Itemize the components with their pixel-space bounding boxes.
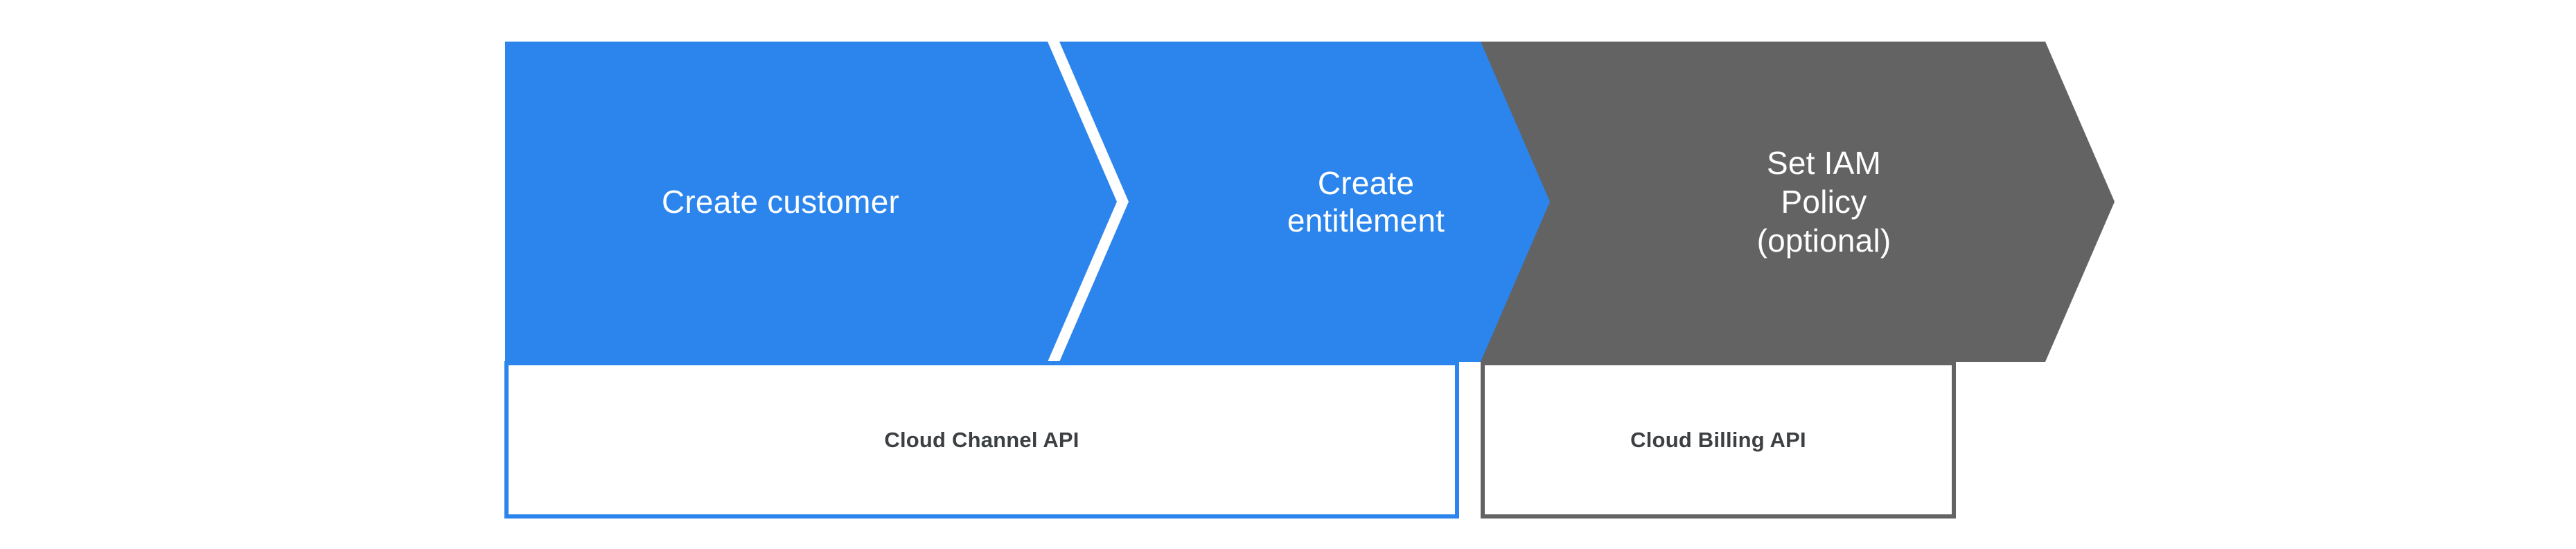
step-label-create-entitlement: Create entitlement xyxy=(1287,164,1445,238)
api-group-label-cloud-billing: Cloud Billing API xyxy=(1630,427,1806,452)
step-chevron-create-customer[interactable]: Create customer xyxy=(505,42,1117,362)
step-label-create-customer: Create customer xyxy=(661,183,899,220)
api-group-cloud-billing[interactable]: Cloud Billing API xyxy=(1481,361,1956,518)
api-group-label-cloud-channel: Cloud Channel API xyxy=(884,427,1079,452)
api-group-cloud-channel[interactable]: Cloud Channel API xyxy=(504,361,1459,518)
step-chevron-set-iam-policy[interactable]: Set IAM Policy (optional) xyxy=(1481,42,2115,362)
step-label-set-iam-policy: Set IAM Policy (optional) xyxy=(1756,144,1891,259)
